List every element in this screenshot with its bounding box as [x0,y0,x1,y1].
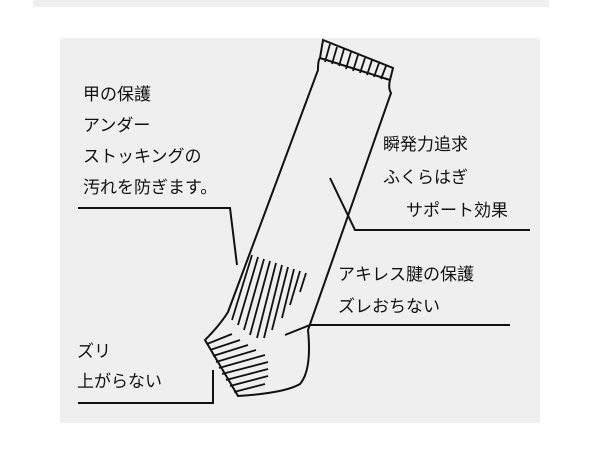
label-line: 上がらない [77,372,162,392]
label-line: ズリ [77,342,111,362]
label-line: ズレおちない [338,297,440,317]
label-line: 甲の保護 [83,85,151,105]
label-line: ストッキングの [83,147,202,167]
label-line: アンダー [83,116,151,136]
leader-line-no-slip [78,370,214,404]
toe-ribs [206,333,269,393]
top-bar [33,0,549,7]
label-line: ふくらはぎ [383,168,468,188]
label-line: アキレス腱の保護 [338,265,474,285]
leader-line-toe-protection [78,207,238,266]
label-line: 汚れを防ぎます。 [83,178,218,198]
ankle-ribs [231,254,307,339]
leader-line-calf-support [329,177,530,231]
leader-line-achilles [284,324,510,336]
cuff-ribs [324,43,387,80]
label-line: 瞬発力追求 [383,135,468,155]
label-line: サポート効果 [406,201,508,221]
sock-outline [203,38,395,398]
